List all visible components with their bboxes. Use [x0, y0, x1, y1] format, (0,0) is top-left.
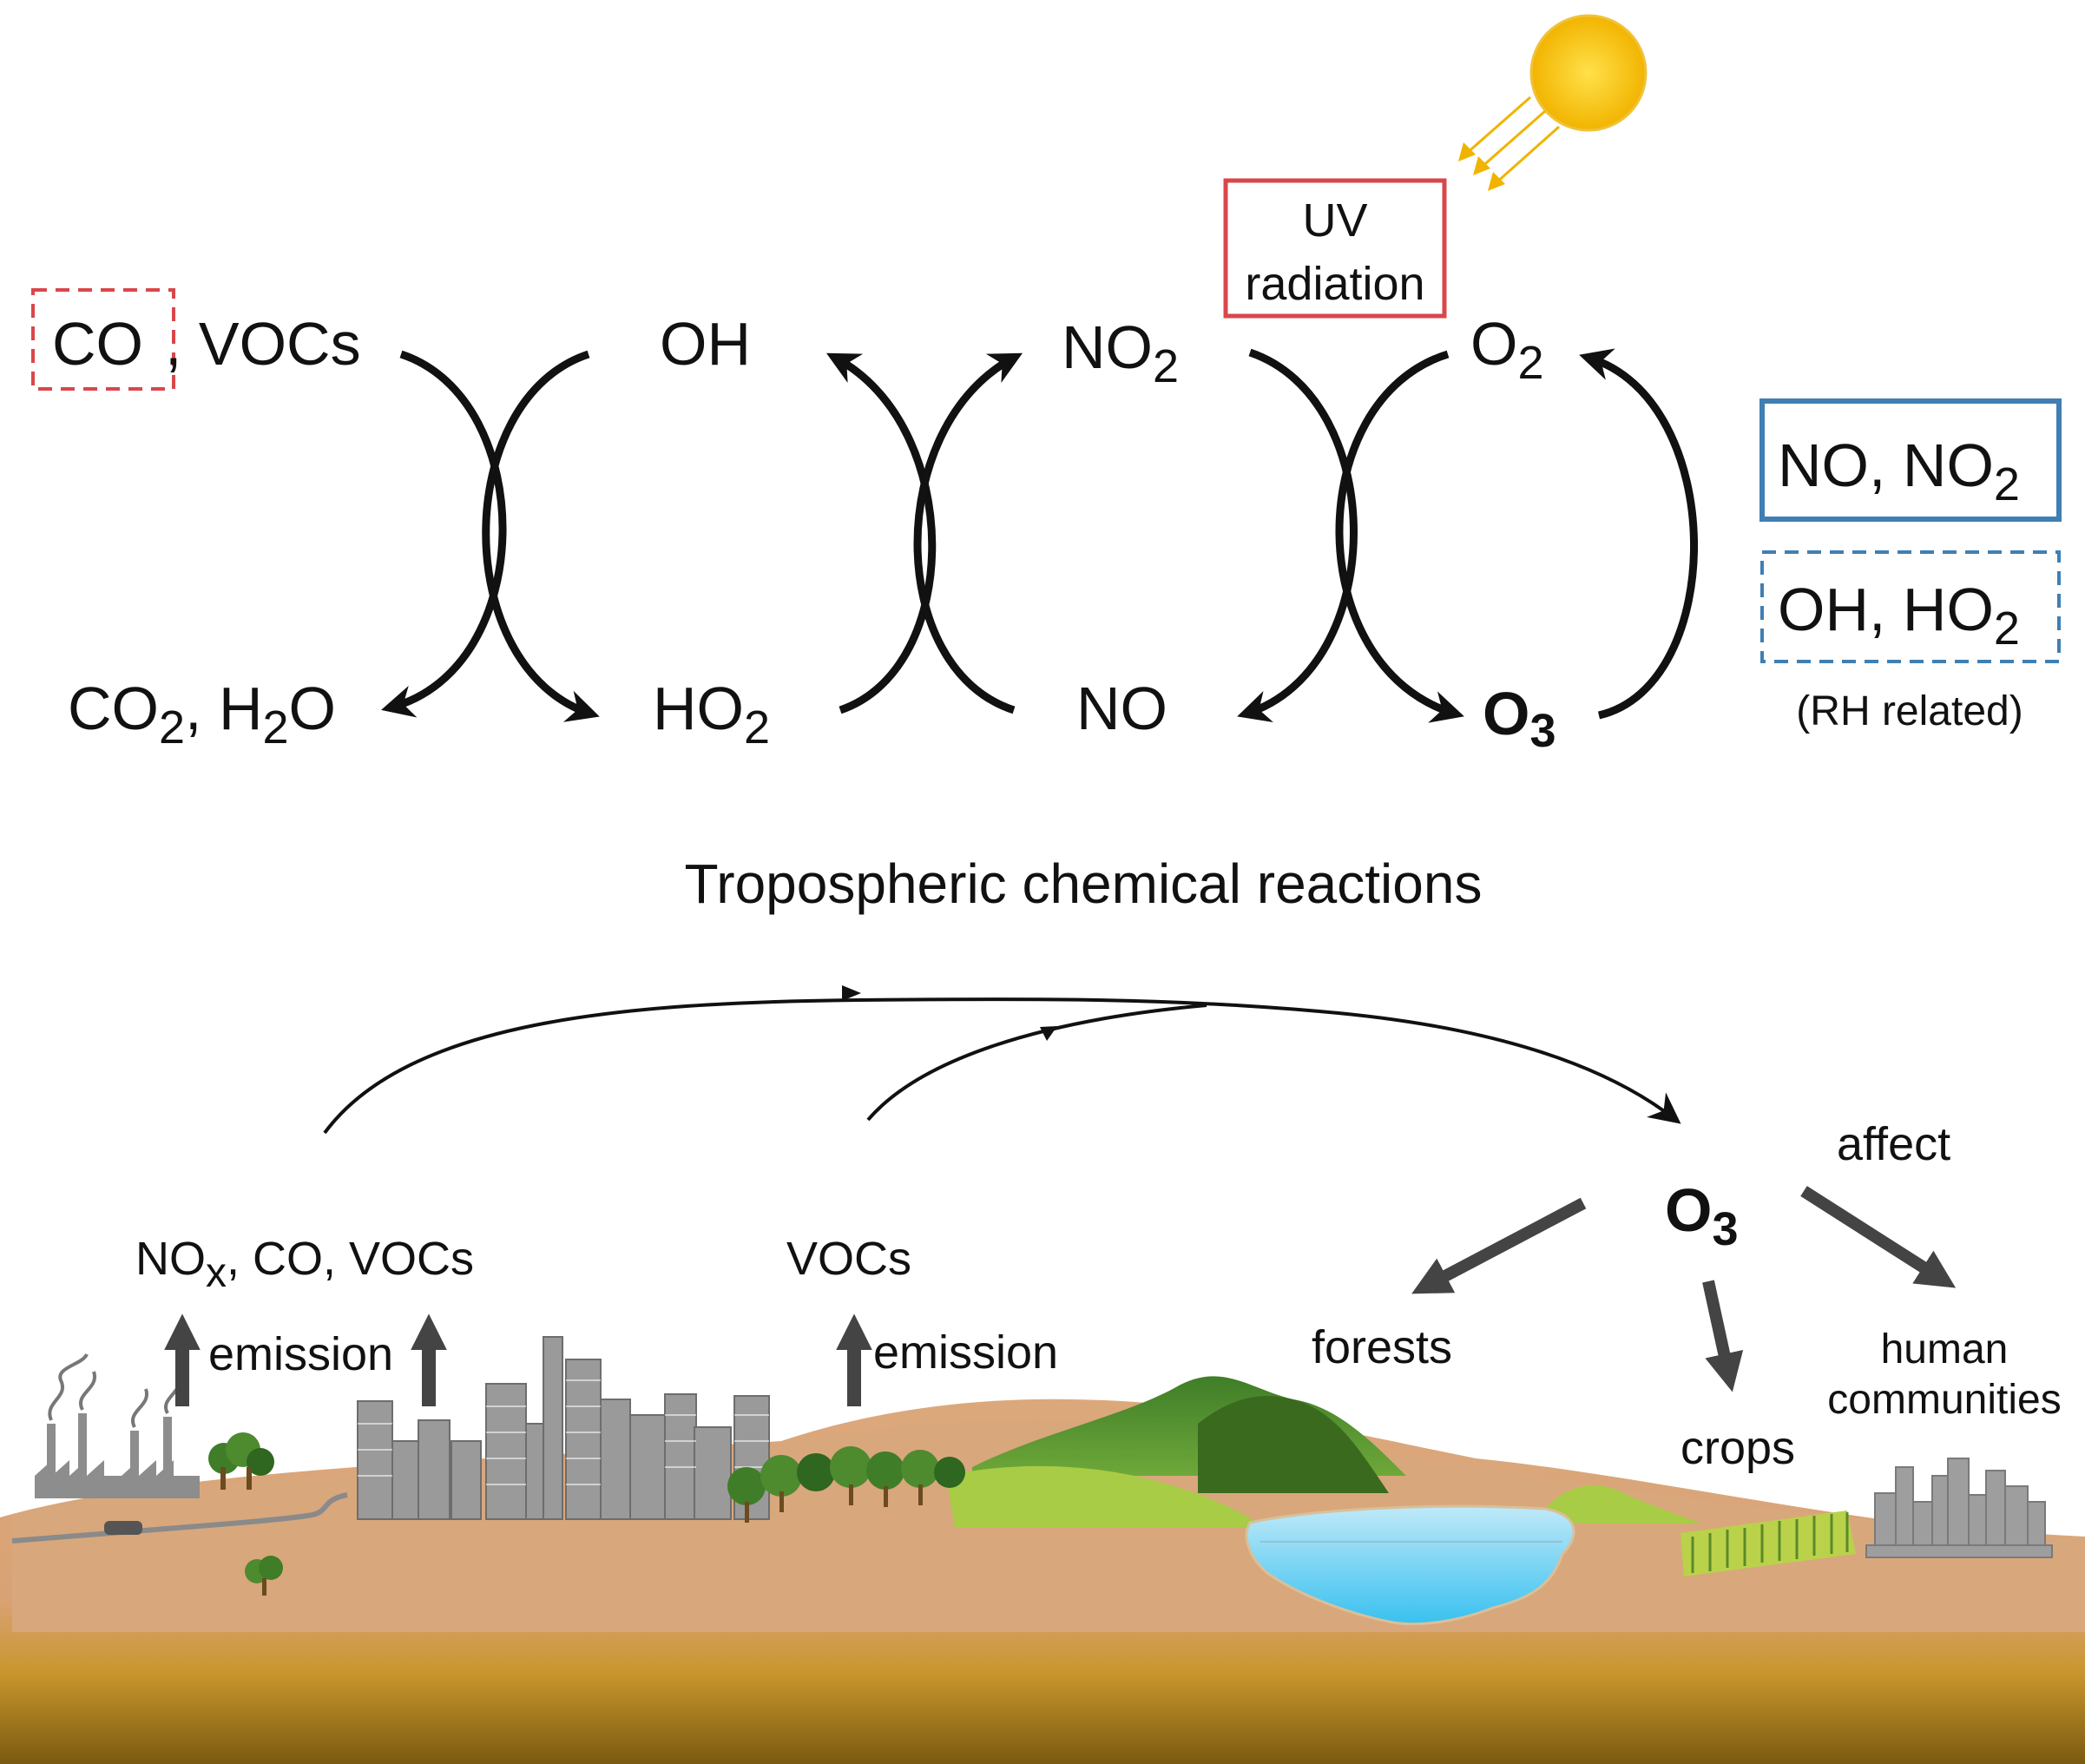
effect-arrow-forests [1411, 1197, 1587, 1294]
lake [1245, 1504, 1575, 1626]
crops-field [1680, 1511, 1856, 1576]
arrow-oh-to-ho2 [482, 350, 600, 722]
communities-label: communities [1827, 1377, 2061, 1423]
landscape [0, 1336, 2085, 1764]
no2-top-label: NO2 [1062, 313, 1179, 392]
o3-effects-label: O3 [1665, 1176, 1739, 1255]
uv-radiation-box [1223, 178, 1447, 319]
radiation-label: radiation [1245, 258, 1424, 310]
effect-arrow-crops [1702, 1280, 1744, 1392]
tree-cluster-left [208, 1432, 274, 1490]
o2-label: O2 [1470, 310, 1544, 389]
nox-legend-box [1759, 398, 2062, 522]
diagram-title: Tropospheric chemical reactions [685, 852, 1483, 915]
transport-arc-upper [323, 997, 1681, 1135]
meadow-left [946, 1465, 1267, 1528]
reaction-arrows [381, 348, 1698, 723]
co-dashed-box [31, 288, 175, 391]
emissions-left-label: NOx, CO, VOCs [135, 1233, 474, 1296]
arrow-no2-to-no [1237, 348, 1358, 722]
oh-label: OH [660, 310, 751, 378]
co2-h2o-label: CO2, H2O [68, 675, 336, 754]
city-skyline-right [1865, 1458, 2053, 1558]
arrow-o3-to-o2 [1579, 348, 1698, 720]
factory-icon [35, 1413, 200, 1498]
transport-arc-lower [866, 1004, 1207, 1122]
smoke-icon [48, 1353, 182, 1428]
vocs-biogenic-label: VOCs [786, 1233, 911, 1285]
co-label: CO [52, 310, 143, 378]
forests-label: forests [1312, 1321, 1452, 1373]
car-icon [104, 1521, 142, 1535]
hox-legend-label: OH, HO2 [1778, 576, 2020, 655]
meadow-right [1545, 1485, 1701, 1524]
city-skyline [357, 1336, 770, 1520]
arrow-o2-to-o3 [1335, 350, 1464, 723]
arrow-vocs-to-co2 [381, 350, 507, 718]
hox-legend-box [1760, 550, 2061, 663]
city-windows [358, 1379, 769, 1485]
forest-strip [727, 1446, 965, 1523]
transport-arcs [323, 997, 1681, 1135]
tree-small [245, 1556, 283, 1596]
no-label: NO [1076, 675, 1167, 742]
o3-product-label: O3 [1483, 680, 1556, 757]
emission-mid-label: emission [873, 1326, 1058, 1379]
arrow-no-to-no2 [913, 352, 1023, 714]
transport-arrowhead-2 [1040, 1026, 1057, 1041]
emission-arrows [164, 1313, 872, 1406]
ho2-label: HO2 [653, 675, 770, 754]
affect-label: affect [1837, 1118, 1950, 1170]
effect-arrows [1411, 1186, 1957, 1392]
sun-icon [1458, 14, 1648, 191]
vocs-label: , VOCs [165, 310, 361, 378]
uv-label: UV [1302, 194, 1367, 247]
effect-arrow-human [1800, 1186, 1957, 1288]
crops-label: crops [1680, 1422, 1795, 1474]
arrow-ho2-to-oh [825, 352, 937, 714]
hill-front [1198, 1395, 1389, 1493]
rh-related-note: (RH related) [1796, 688, 2023, 734]
human-label: human [1881, 1326, 2009, 1372]
nox-legend-label: NO, NO2 [1778, 431, 2020, 510]
transport-arrowhead-1 [842, 985, 861, 1001]
emission-left-label: emission [208, 1328, 393, 1380]
